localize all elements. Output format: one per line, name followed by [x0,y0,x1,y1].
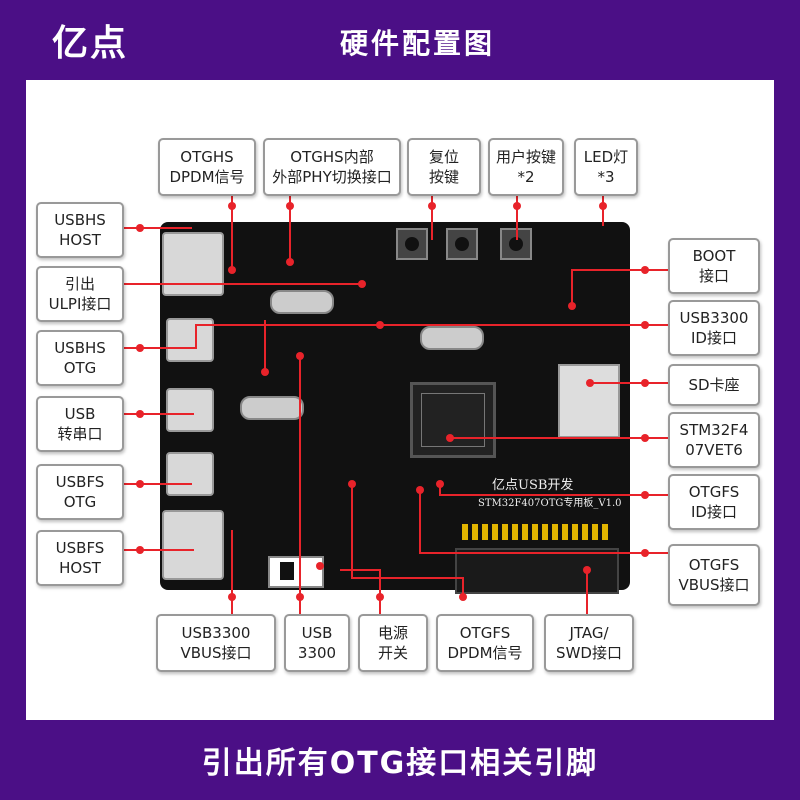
footer-bar [0,720,800,800]
brand-logo: 亿点 [52,23,129,64]
callout-dot [136,410,144,418]
usbfs-otg-port [166,452,214,496]
usb-uart-port [166,388,214,432]
label-sd-slot: SD卡座 [668,364,760,406]
callout-dot [286,202,294,210]
callout-dot [228,593,236,601]
footer-caption: 引出所有OTG接口相关引脚 [201,746,599,781]
usbfs-host-port [162,510,224,580]
callout-dot [358,280,366,288]
usbhs-host-port [162,232,224,296]
callout-dot [348,480,356,488]
callout-dot [641,491,649,499]
callout-dot [641,266,649,274]
callout-dot [296,593,304,601]
callout-dot [136,344,144,352]
callout-dot [641,321,649,329]
board-silk-subtitle: STM32F407OTG专用板_V1.0 [478,498,622,509]
callout-dot [641,549,649,557]
callout-dot [416,486,424,494]
sd-card-slot [558,364,620,438]
callout-dot [568,302,576,310]
callout-dot [641,434,649,442]
callout-dot [261,368,269,376]
pin-header-row [462,524,610,540]
callout-dot [599,202,607,210]
callout-dot [316,562,324,570]
callout-dot [641,379,649,387]
callout-dot [136,480,144,488]
callout-dot [586,379,594,387]
crystal-3 [420,326,484,350]
power-switch-part [268,556,324,588]
label-led: LED灯*3 [574,138,638,196]
mcu-chip [410,382,496,458]
callout-dot [286,258,294,266]
label-jtag-swd: JTAG/SWD接口 [544,614,634,672]
callout-dot [136,224,144,232]
callout-dot [428,202,436,210]
callout-dot [376,593,384,601]
callout-dot [459,593,467,601]
label-power-switch: 电源开关 [358,614,428,672]
label-reset-key: 复位按键 [407,138,481,196]
callout-dot [228,202,236,210]
reset-button-part [396,228,428,260]
board-silk-title: 亿点USB开发 [492,478,574,493]
callout-dot [436,480,444,488]
callout-dot [583,566,591,574]
callout-dot [513,202,521,210]
user-key-1-part [446,228,478,260]
page-title: 硬件配置图 [340,27,496,60]
crystal-1 [270,290,334,314]
jtag-connector [455,548,619,594]
top-bar [0,0,800,80]
callout-dot [136,546,144,554]
callout-dot [296,352,304,360]
crystal-2 [240,396,304,420]
label-user-key: 用户按键*2 [488,138,564,196]
callout-dot [446,434,454,442]
callout-dot [228,266,236,274]
label-otghs-phy: OTGHS内部外部PHY切换接口 [263,138,401,196]
callout-dot [376,321,384,329]
